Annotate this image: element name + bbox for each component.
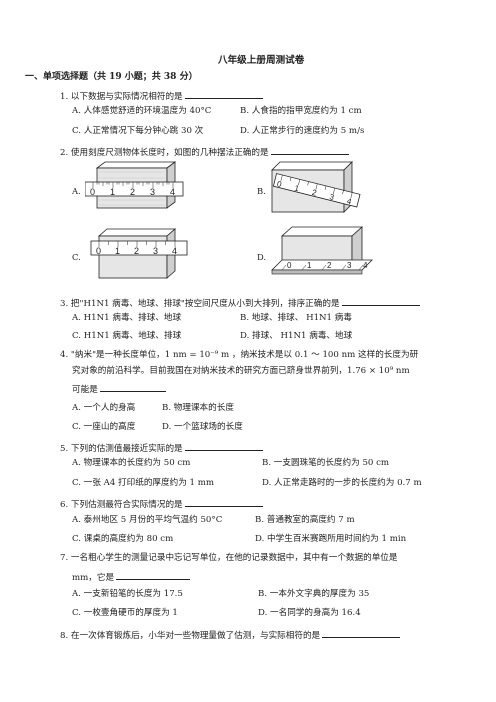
q1-option-b: B. 人食指的指甲宽度约为 1 cm [240, 106, 362, 116]
answer-blank [184, 89, 263, 99]
figure-d: 0 1 2 3 4 [268, 224, 376, 288]
q6-option-c: C. 课桌的高度约为 80 cm [72, 534, 174, 544]
q3-option-d: D. 排球、 H1N1 病毒、地球 [240, 331, 353, 341]
q1-option-d: D. 人正常步行的速度约为 5 m/s [240, 126, 365, 136]
question-1-stem: 1. 以下数据与实际情况相符的是 [60, 89, 263, 103]
ruler-ticks-a [92, 182, 174, 188]
figure-label-c: C. [72, 252, 81, 262]
q5-option-a: A. 物理课本的长度约为 50 cm [72, 458, 191, 468]
question-2-stem: 2. 使用刻度尺测物体长度时，如图的几种摆法正确的是 [60, 145, 349, 159]
ruler-ticks-b [280, 174, 353, 199]
figure-label-d: D. [257, 252, 267, 262]
ruler-number: 4 [363, 261, 368, 270]
q5-option-c: C. 一张 A4 打印纸的厚度约为 1 mm [72, 478, 215, 488]
ruler-number: 3 [153, 246, 158, 256]
q3-option-c: C. H1N1 病毒、地球、排球 [72, 331, 182, 341]
q4-option-c: C. 一座山的高度 [72, 422, 136, 432]
page-title: 八年级上册周测试卷 [218, 55, 305, 66]
figure-a: 0 1 2 3 4 [85, 160, 195, 220]
answer-blank [99, 382, 166, 392]
question-6-stem: 6. 下列估测最符合实际情况的是 [60, 497, 263, 511]
ruler-number: 4 [346, 197, 353, 207]
section-heading: 一、单项选择题（共 19 小题；共 38 分） [25, 72, 198, 82]
ruler-number: 2 [134, 246, 139, 256]
ruler-number: 3 [150, 187, 155, 197]
answer-blank [270, 145, 349, 155]
ruler-number: 1 [294, 184, 301, 194]
question-8-stem: 8. 在一次体育锻炼后，小华对一些物理量做了估测，与实际相符的是 [60, 628, 401, 642]
answer-blank [184, 441, 263, 451]
figure-label-b: B. [257, 186, 266, 196]
question-4-line-2: 究对象的前沿科学。目前我国在对纳米技术的研究方面已跻身世界前列，1.76 × 1… [72, 366, 410, 376]
ruler-ticks-c [98, 241, 176, 247]
q4-option-b: B. 物理课本的长度 [162, 403, 234, 413]
q3-option-b: B. 地球、排球、 H1N1 病毒 [240, 313, 352, 323]
answer-blank [341, 296, 420, 306]
ruler-number: 1 [307, 261, 312, 270]
q4-option-a: A. 一个人的身高 [72, 403, 136, 413]
question-7-line-2: mm，它是 [72, 570, 191, 584]
question-7-line-1: 7. 一名粗心学生的测量记录中忘记写单位，在他的记录数据中，其中有一个数据的单位… [60, 553, 398, 563]
ruler-number: 1 [115, 246, 120, 256]
ruler-number: 2 [130, 187, 135, 197]
ruler-number: 2 [327, 261, 332, 270]
q1-option-a: A. 人体感觉舒适的环境温度为 40°C [72, 106, 212, 116]
q6-option-b: B. 普通教室的高度约 7 m [255, 515, 355, 525]
ruler-number: 0 [96, 246, 101, 256]
q7-option-a: A. 一支新铅笔的长度为 17.5 [72, 589, 183, 599]
figure-label-a: A. [72, 186, 81, 196]
q6-option-a: A. 泰州地区 5 月份的平均气温约 50°C [72, 515, 223, 525]
q5-option-d: D. 人正常走路时的一步的长度约为 0.7 m [262, 478, 422, 488]
ruler-number: 0 [90, 187, 95, 197]
figure-b: 0 1 2 3 4 [268, 158, 368, 220]
ruler-ticks-d [281, 264, 364, 271]
ruler-number: 2 [311, 188, 318, 198]
q5-option-b: B. 一支圆珠笔的长度约为 50 cm [262, 458, 390, 468]
q6-option-d: D. 中学生百米赛跑所用时间约为 1 min [255, 534, 407, 544]
answer-blank [184, 497, 263, 507]
question-4-line-1: 4. "纳米"是一种长度单位，1 nm = 10⁻⁹ m ，纳米技术是以 0.1… [60, 350, 419, 360]
ruler-number: 3 [328, 192, 335, 202]
q3-option-a: A. H1N1 病毒、排球、地球 [72, 313, 182, 323]
question-4-line-3: 可能是 [72, 382, 166, 396]
question-5-stem: 5. 下列的估测值最接近实际的是 [60, 441, 263, 455]
q7-option-b: B. 一本外文字典的厚度为 35 [258, 589, 370, 599]
question-3-stem: 3. 把"H1N1 病毒、地球、排球"按空间尺度从小到大排列，排序正确的是 [60, 296, 420, 310]
q4-option-d: D. 一个篮球场的长度 [162, 422, 243, 432]
q7-option-c: C. 一枚壹角硬币的厚度为 1 [72, 608, 178, 618]
ruler-number: 0 [287, 261, 292, 270]
figure-c: 0 1 2 3 4 [85, 226, 195, 286]
ruler-number: 3 [347, 261, 352, 270]
ruler-number: 4 [172, 246, 177, 256]
answer-blank [322, 628, 401, 638]
ruler-number: 0 [276, 179, 283, 189]
answer-blank [116, 570, 191, 580]
ruler-number: 4 [170, 187, 175, 197]
q1-option-c: C. 人正常情况下每分钟心跳 30 次 [72, 126, 204, 136]
q7-option-d: D. 一名同学的身高为 16.4 [258, 608, 361, 618]
ruler-number: 1 [110, 187, 115, 197]
